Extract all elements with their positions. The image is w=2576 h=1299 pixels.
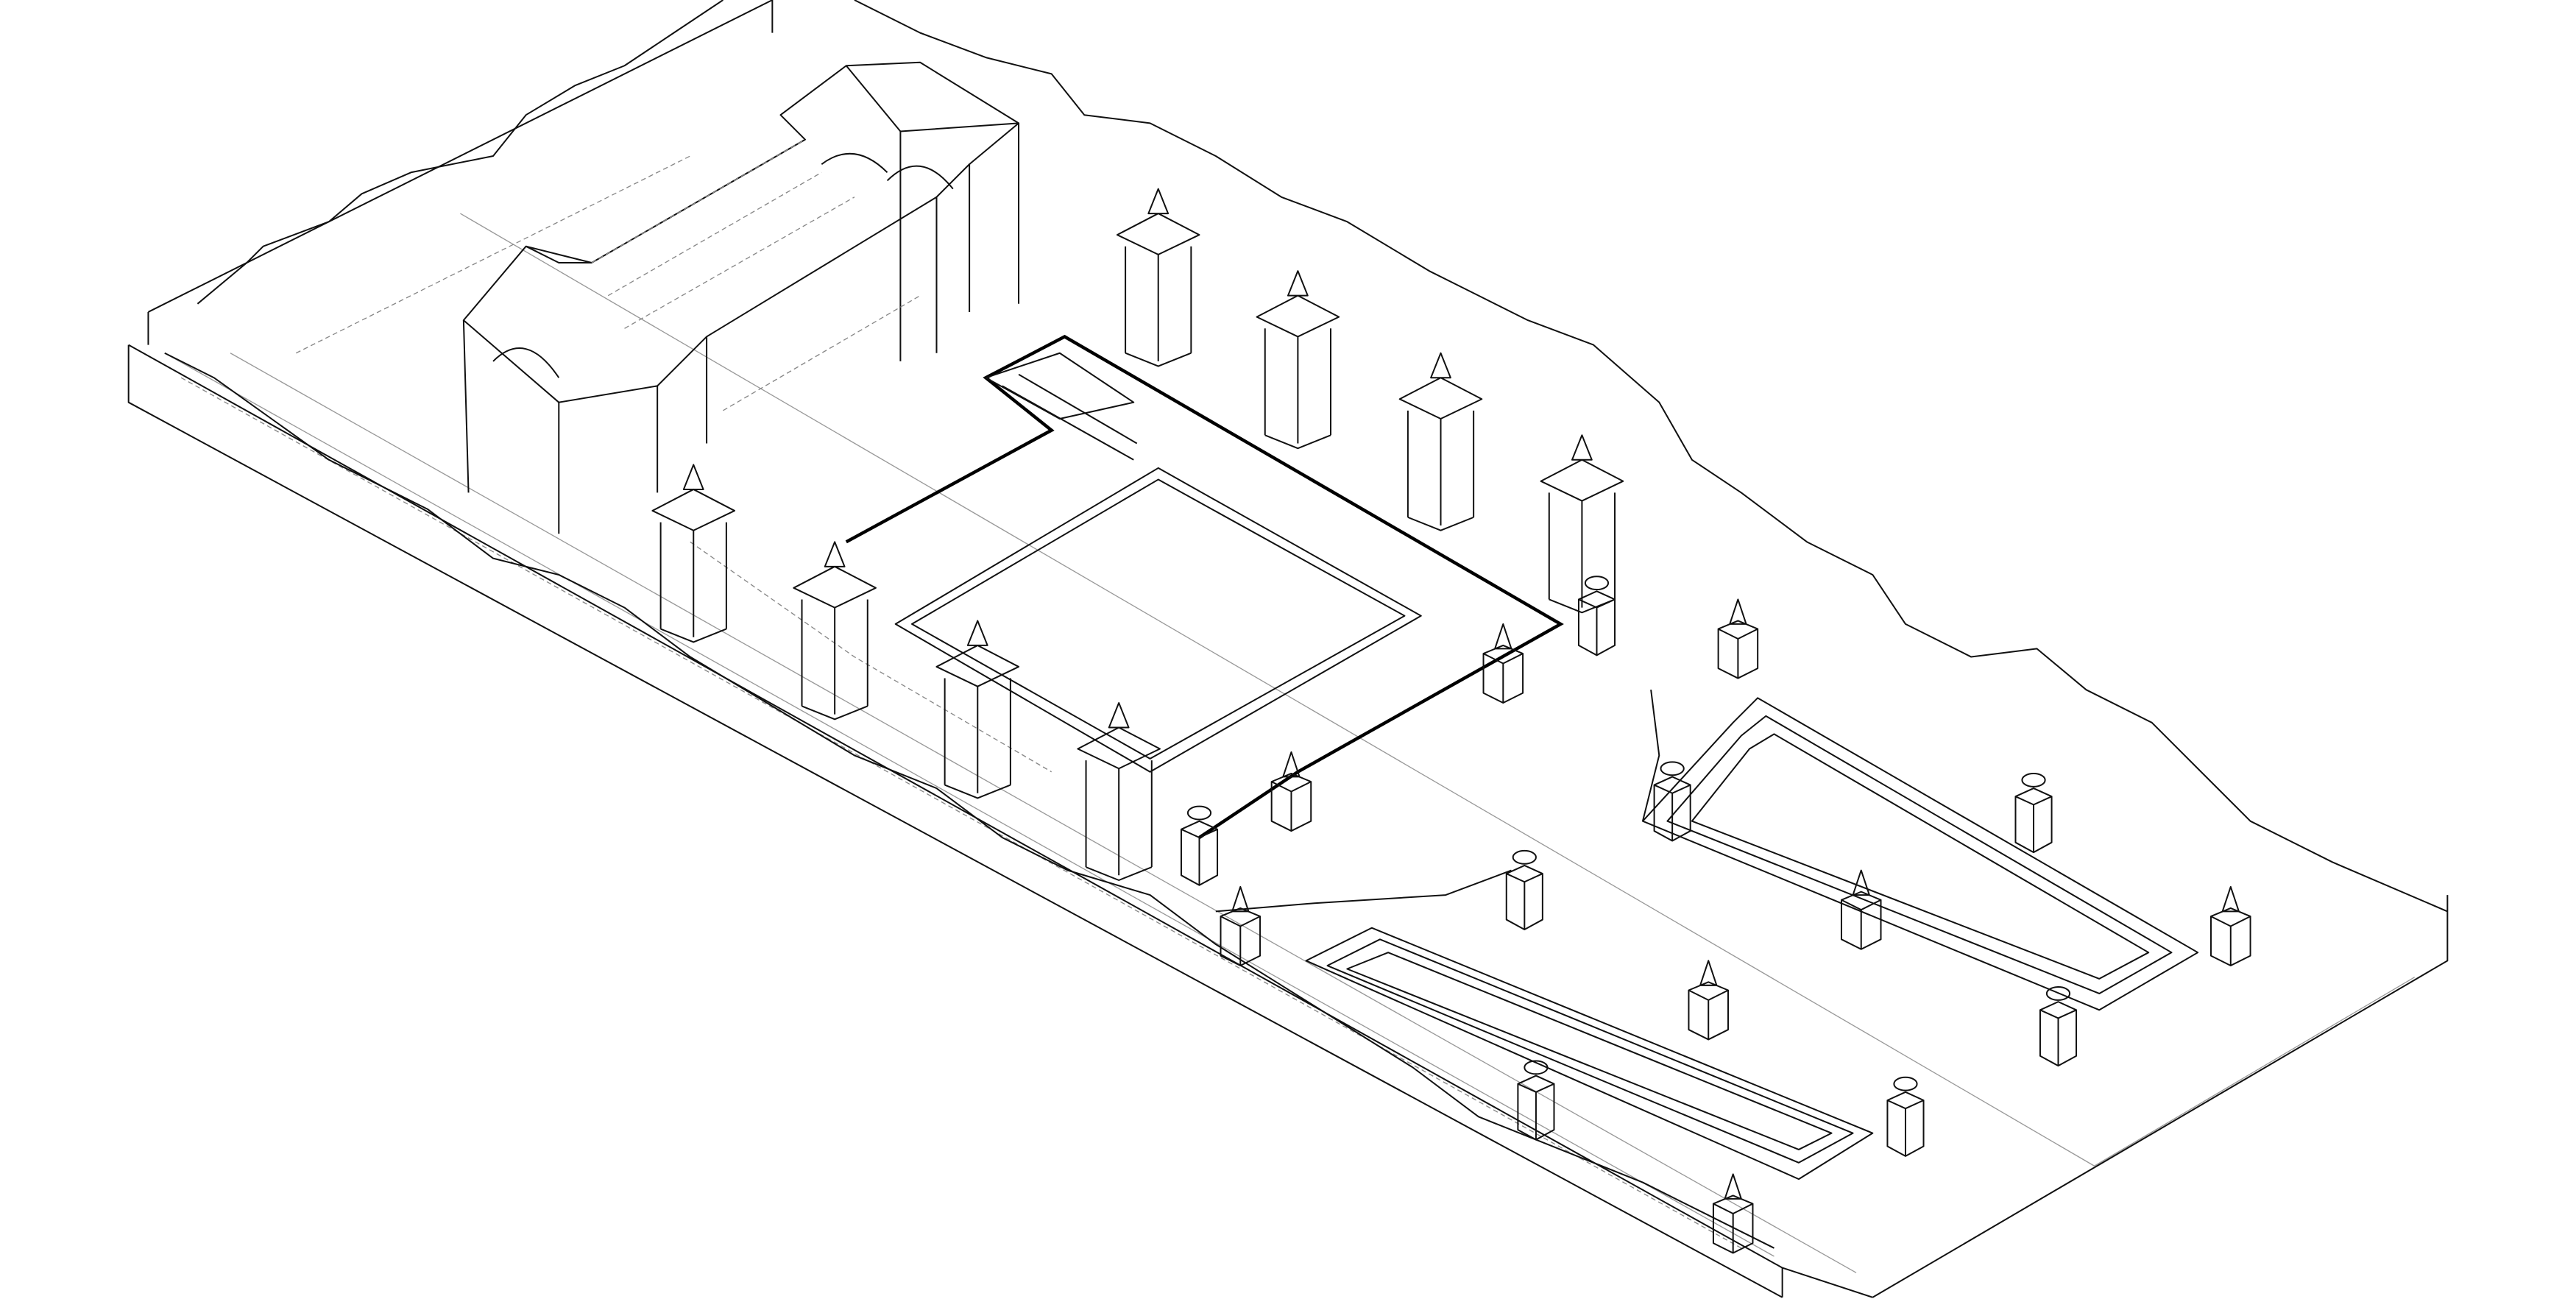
spire-post: [1688, 960, 1730, 1041]
urn-post: [2014, 787, 2053, 854]
spire-post: [1270, 751, 1312, 832]
tall-pillar: [651, 464, 736, 643]
urn-post: [1577, 590, 1616, 656]
urn: [2021, 772, 2046, 787]
pillars: [651, 188, 2251, 1254]
tall-pillar: [1256, 270, 1340, 450]
tall-pillar: [1116, 188, 1200, 367]
pavilion: [462, 61, 1020, 534]
urn-post: [1517, 1075, 1555, 1141]
urn-post: [1180, 820, 1219, 886]
spire-post: [1220, 885, 1262, 967]
tall-pillar: [935, 620, 1020, 799]
urn-post: [1653, 776, 1691, 842]
parterre-front: [1305, 927, 1874, 1181]
urn-post: [1886, 1091, 1925, 1157]
urn: [1660, 761, 1685, 776]
terrain-line: [164, 0, 2448, 1249]
urn-post: [2039, 1001, 2078, 1067]
base-slab: [127, 0, 2449, 1298]
tall-pillar: [1077, 702, 1161, 882]
sunken-courtyard: [690, 334, 1564, 839]
urn: [1584, 576, 1610, 591]
spire-post: [1482, 623, 1524, 704]
urn-post: [1505, 864, 1543, 930]
tall-pillar: [793, 541, 877, 721]
urn: [1512, 849, 1537, 865]
urn: [2045, 986, 2071, 1001]
spire-post: [1717, 598, 1759, 679]
urn: [1186, 805, 1212, 821]
spire-post: [1712, 1173, 1754, 1254]
tall-pillar: [1540, 434, 1624, 614]
spire-post: [2210, 885, 2251, 967]
tall-pillar: [1398, 352, 1483, 531]
urn: [1893, 1076, 1918, 1091]
urn: [1524, 1060, 1549, 1075]
spire-post: [1840, 869, 1882, 950]
parterre-back: [1641, 697, 2199, 1011]
